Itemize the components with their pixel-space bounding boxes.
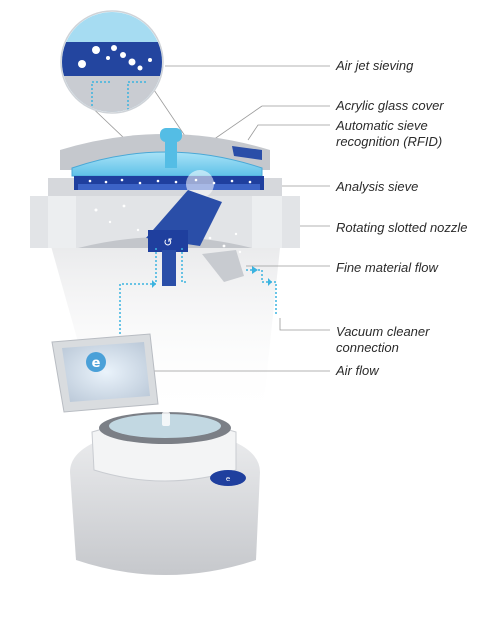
- analysis-sieve: [74, 176, 264, 190]
- flow-arrow-1: [252, 266, 258, 274]
- rotating-slotted-nozzle: ↺: [146, 190, 222, 286]
- label-vacuum-line-1: Vacuum cleaner: [336, 324, 430, 339]
- air-flow-path-left: [119, 248, 157, 374]
- front-badge: [210, 470, 246, 486]
- flow-arrow-3: [268, 278, 272, 286]
- label-analysis-sieve: Analysis sieve: [336, 179, 419, 194]
- svg-text:e: e: [92, 356, 101, 371]
- detail-highlight: [186, 170, 214, 198]
- label-rfid-line-1: Automatic sieve: [336, 118, 428, 133]
- label-fine-material-flow: Fine material flow: [336, 260, 438, 275]
- flow-arrow-2: [152, 280, 156, 288]
- label-automatic-sieve-recognition: Automatic sieve recognition (RFID): [336, 118, 442, 150]
- rfid-tag: [232, 146, 262, 160]
- leader-vacuum: [279, 318, 330, 331]
- label-air-jet-sieving: Air jet sieving: [336, 58, 414, 73]
- outlet-funnel: [202, 250, 244, 282]
- leader-rfid: [247, 124, 330, 141]
- label-acrylic-glass-cover: Acrylic glass cover: [336, 98, 444, 113]
- label-vacuum-line-2: connection: [336, 340, 399, 355]
- fine-material-flow-path: [246, 269, 277, 316]
- sieve-machine: e: [70, 412, 260, 575]
- air-flow-path-right: [181, 248, 186, 283]
- control-display: e: [51, 333, 159, 413]
- leader-acrylic: [209, 105, 263, 143]
- label-rotating-slotted-nozzle: Rotating slotted nozzle: [336, 220, 468, 235]
- label-air-flow: Air flow: [336, 363, 379, 378]
- svg-text:↺: ↺: [163, 236, 172, 249]
- magnifier-inset: [60, 10, 164, 114]
- display-e-logo-icon: [86, 352, 106, 372]
- cover-knob: [160, 128, 182, 168]
- label-rfid-line-2: recognition (RFID): [336, 134, 443, 149]
- flow-paths: [119, 248, 277, 374]
- svg-text:e: e: [226, 475, 230, 483]
- label-vacuum-cleaner-connection: Vacuum cleaner connection: [336, 324, 429, 356]
